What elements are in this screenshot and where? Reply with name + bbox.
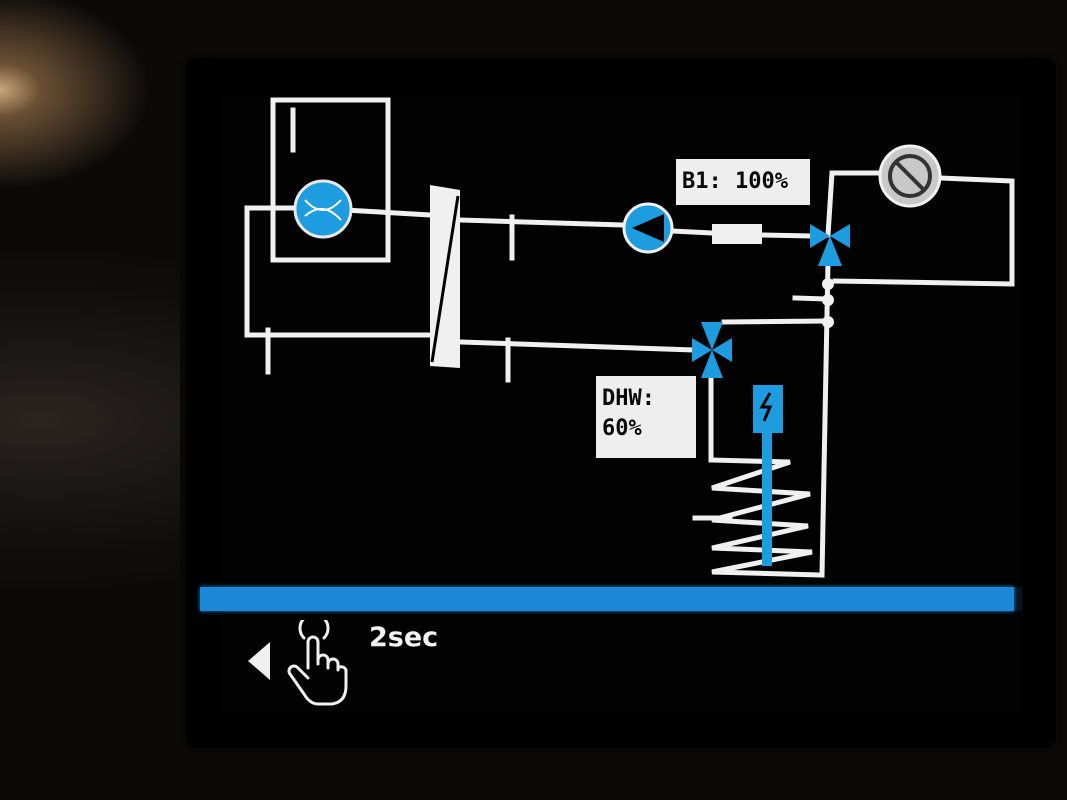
circulation-pump-icon [622, 202, 674, 254]
secondary-return-pipe [457, 339, 698, 353]
primary-supply-pipe [342, 207, 433, 218]
consumer-loop-pipe [825, 170, 883, 238]
dhw-label-title: DHW: [602, 386, 655, 411]
hold-duration-hint: 2sec [369, 622, 439, 653]
dhw-label-value: 60% [602, 416, 642, 441]
three-way-valve-icon [810, 224, 850, 266]
back-arrow-icon[interactable] [246, 640, 274, 684]
source-pump-icon [293, 179, 353, 239]
secondary-supply-pipe [457, 217, 628, 228]
pipe-junctions [822, 278, 834, 328]
hold-progress-fill [200, 587, 1014, 611]
touch-hold-icon[interactable] [284, 620, 348, 708]
b1-output-label: B1: 100% [676, 159, 810, 205]
source-box [270, 97, 391, 263]
flow-meter-icon [712, 224, 762, 244]
dhw-output-label: DHW: 60% [596, 376, 696, 458]
dhw-valve-icon [692, 322, 732, 378]
electric-heater-icon [753, 385, 783, 566]
hold-progress-bar [200, 587, 1022, 611]
consumer-icon [878, 144, 942, 208]
primary-loop-pipe [244, 205, 433, 338]
heat-exchanger [430, 185, 460, 368]
